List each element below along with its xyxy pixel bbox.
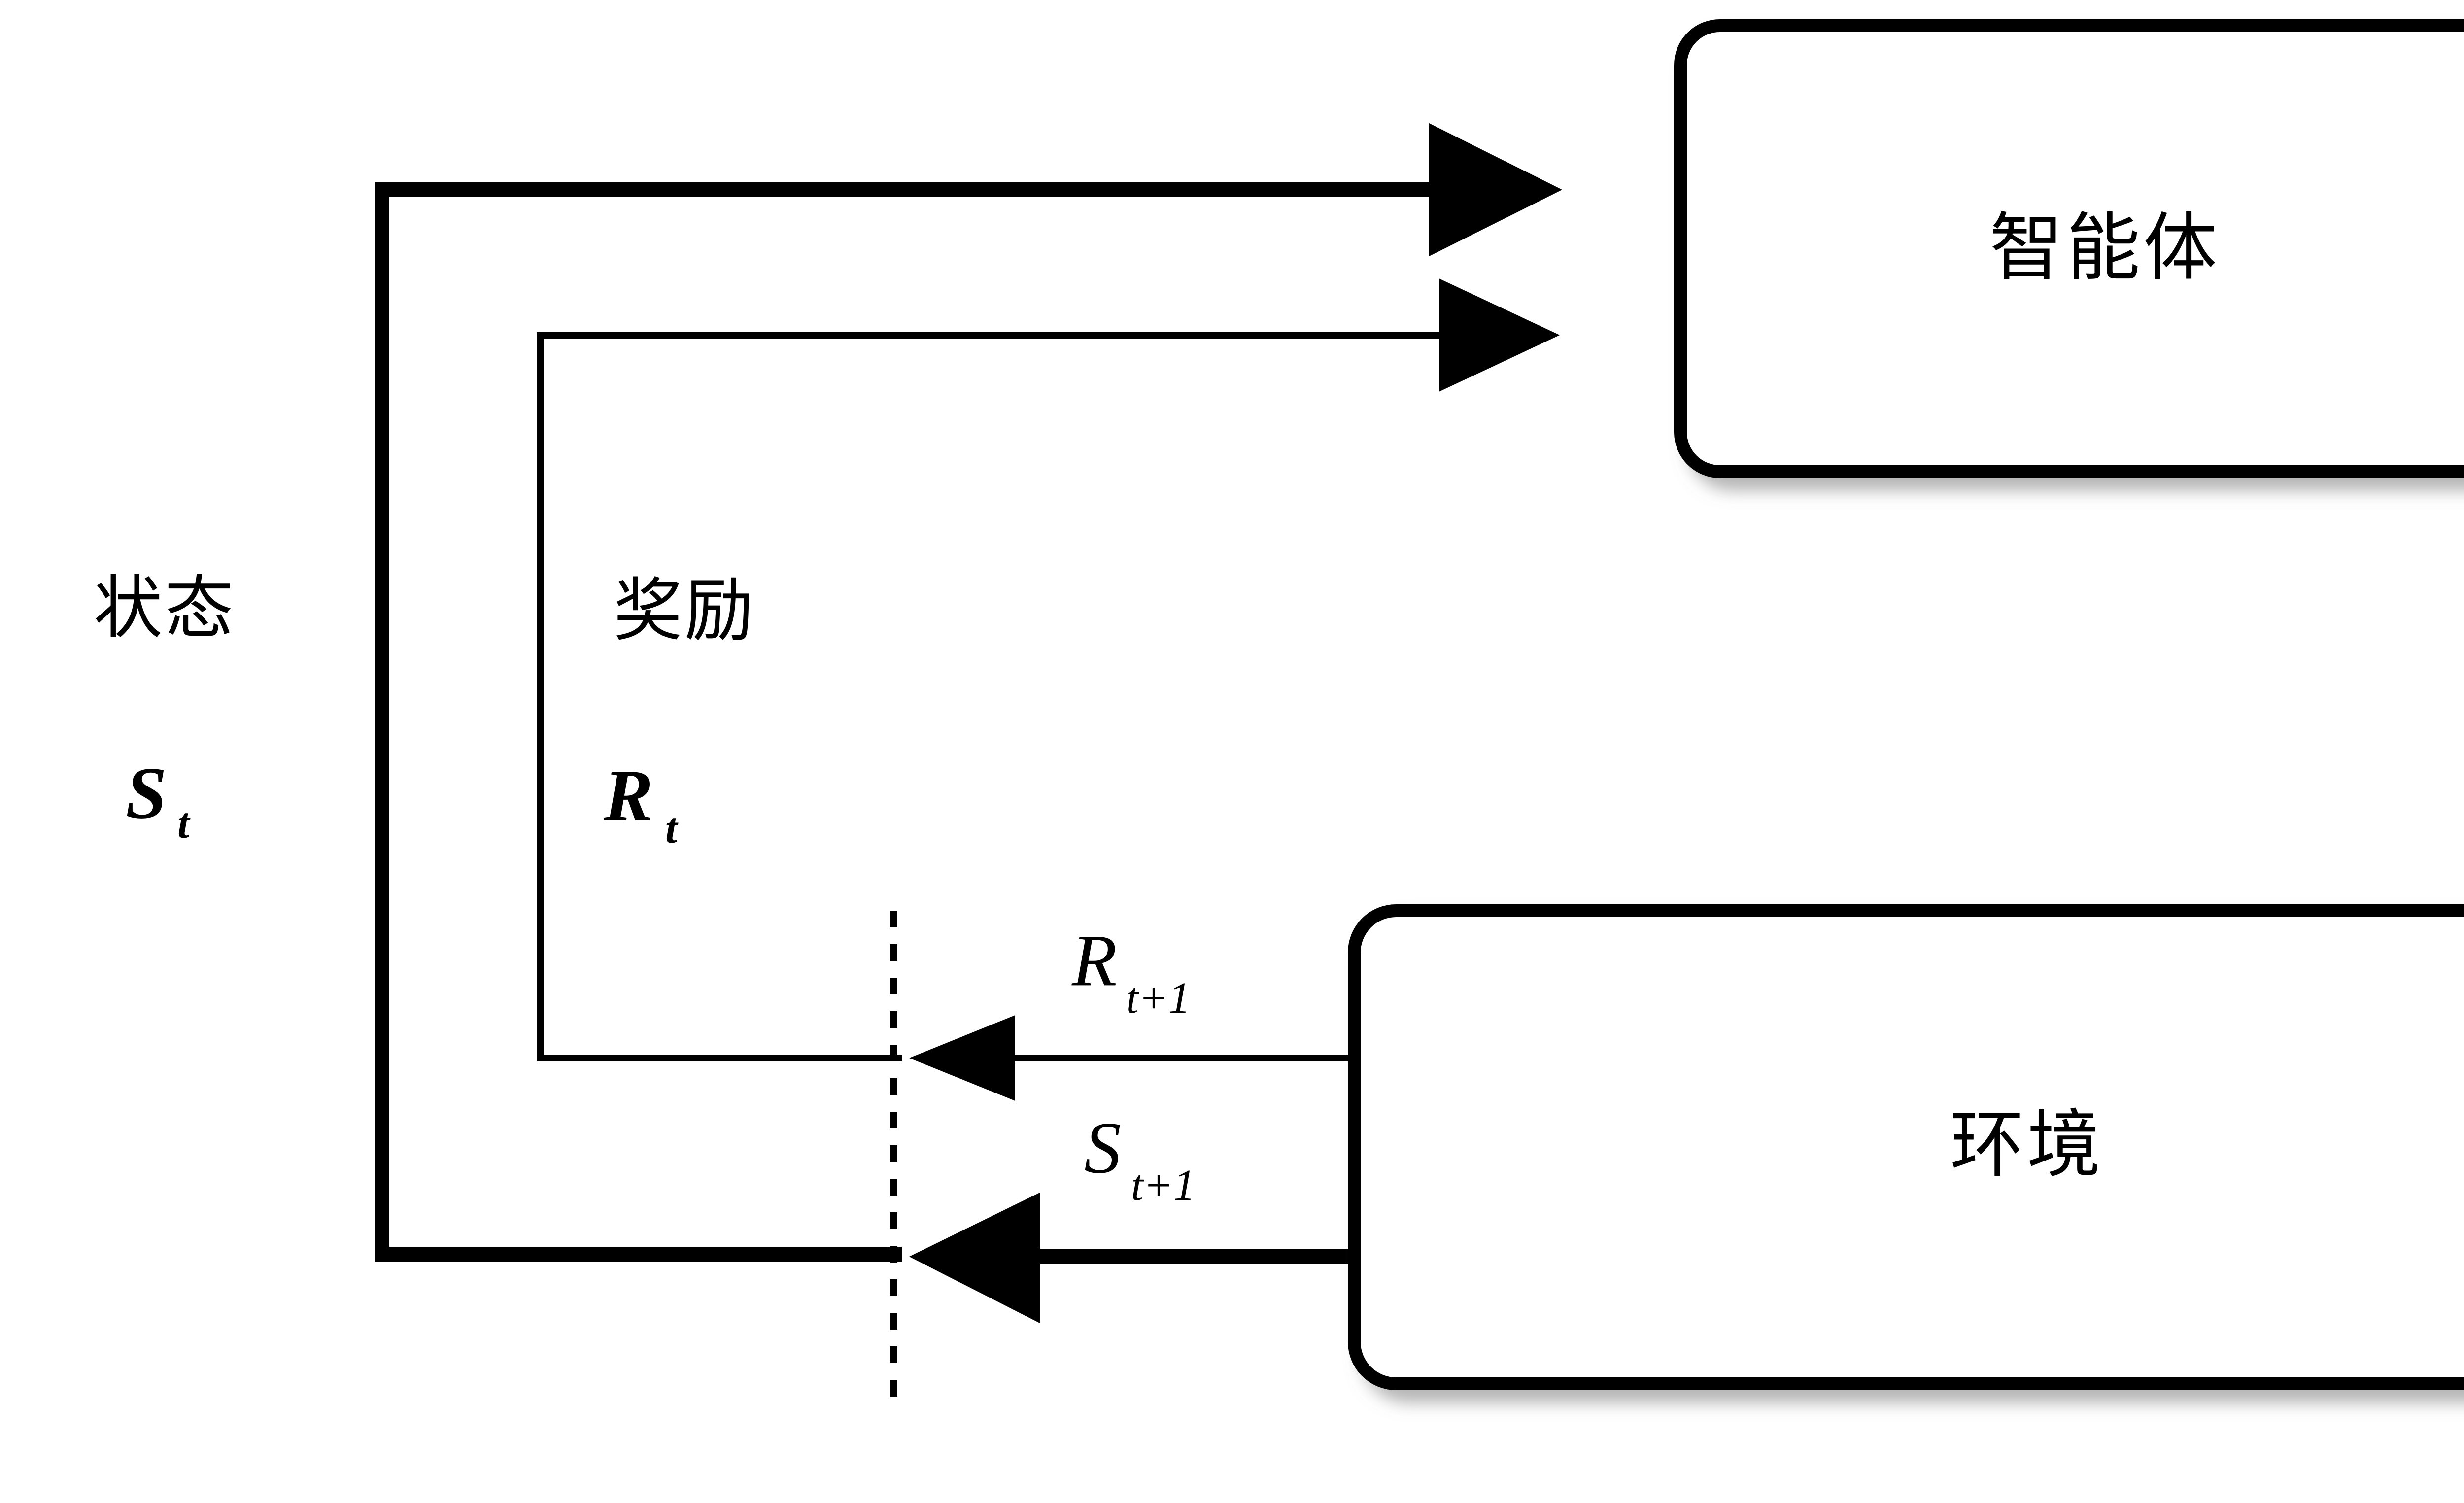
reward-next-subscript: t+1 [1126, 974, 1191, 1023]
state-next-subscript: t+1 [1131, 1161, 1196, 1210]
state-name-label: 状态 [94, 571, 236, 647]
reward-arrowhead-agent [1439, 278, 1560, 392]
reward-symbol-subscript: t [665, 805, 679, 853]
state-edge-path [375, 123, 1562, 1262]
environment-node[interactable]: 环境 [1348, 904, 2464, 1390]
state-next-arrowhead [909, 1193, 1040, 1323]
state-next-arrow [909, 1193, 1353, 1323]
reward-label-group: 奖励 R t [603, 573, 755, 853]
state-arrowhead-agent [1429, 123, 1562, 256]
state-symbol: S [126, 752, 167, 834]
agent-label: 智能体 [1989, 207, 2220, 289]
state-next-symbol: S [1084, 1107, 1121, 1189]
state-label-group: 状态 S t [94, 571, 236, 848]
reward-symbol: R [603, 754, 653, 836]
state-symbol-subscript: t [177, 800, 191, 848]
reward-next-arrowhead [909, 1015, 1015, 1101]
agent-node[interactable]: 智能体 [1674, 19, 2464, 478]
agent-box[interactable] [1674, 19, 2464, 478]
reward-next-symbol: R [1071, 920, 1117, 1001]
environment-box[interactable] [1348, 904, 2464, 1390]
state-next-label-group: S t+1 [1084, 1107, 1196, 1210]
reward-name-label: 奖励 [614, 573, 755, 649]
reward-next-label-group: R t+1 [1071, 920, 1191, 1023]
environment-label: 环境 [1950, 1104, 2104, 1186]
reward-edge-path [537, 278, 1560, 1061]
reward-next-arrow [909, 1015, 1353, 1101]
